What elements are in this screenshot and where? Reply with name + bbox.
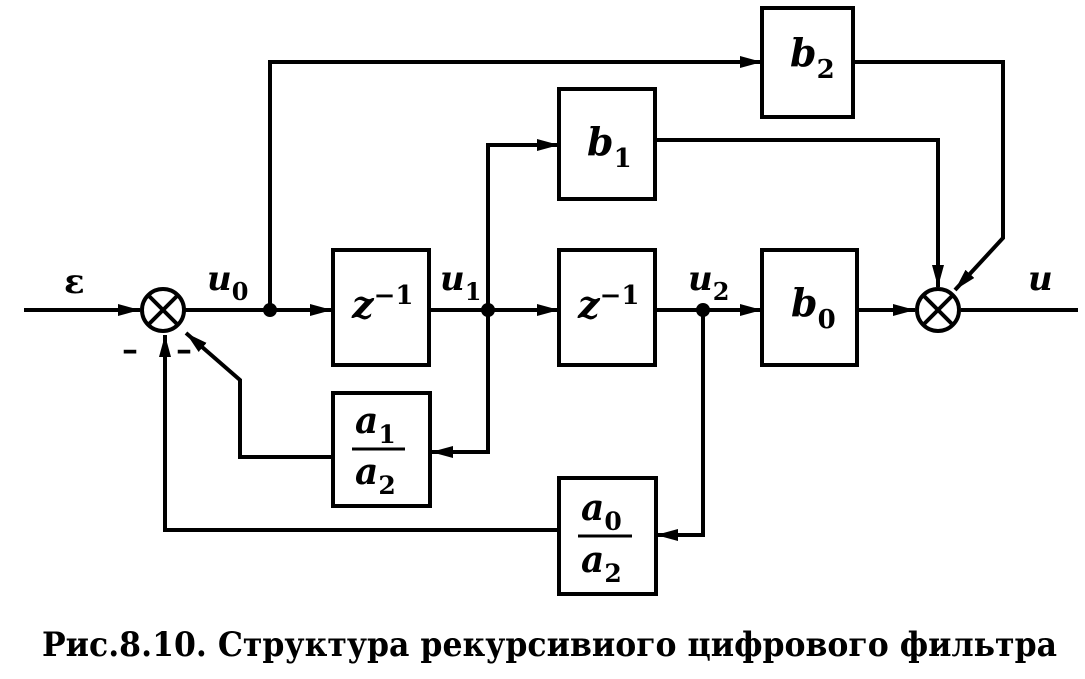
svg-text:b0: b0 <box>791 280 836 335</box>
wire-u1-to-b1 <box>486 139 559 310</box>
signal-u1-label: u1 <box>440 259 481 306</box>
wire-u0-to-b2 <box>268 56 762 310</box>
minus-sign-left: – <box>122 330 138 368</box>
wires <box>24 56 1078 541</box>
svg-text:b1: b1 <box>587 119 632 174</box>
block-delay-2: z−1 <box>557 248 657 367</box>
wire-b2-out <box>853 60 1005 292</box>
junction-u0 <box>263 303 277 317</box>
svg-text:a1: a1 <box>355 400 396 449</box>
minus-sign-right: – <box>176 330 192 368</box>
block-b0: b0 <box>760 248 859 367</box>
svg-text:z−1: z−1 <box>577 281 639 327</box>
signal-u2-label: u2 <box>688 259 729 306</box>
wire-b1-out <box>655 138 944 287</box>
junction-u2 <box>696 303 710 317</box>
junction-u1 <box>481 303 495 317</box>
wire-u2-to-a0a2 <box>656 310 705 541</box>
svg-text:a2: a2 <box>581 539 622 588</box>
block-a1-over-a2: a1 a2 <box>331 391 432 508</box>
svg-text:b2: b2 <box>790 30 835 85</box>
block-b1: b1 <box>557 87 657 201</box>
figure-caption: Рис.8.10. Структура рекурсивиого цифрово… <box>42 625 1057 665</box>
wire-a1a2-feedback <box>184 331 335 459</box>
block-b2: b2 <box>760 6 855 119</box>
block-a0-over-a2: a0 a2 <box>557 476 658 596</box>
signal-input-label: ε <box>64 262 85 302</box>
signal-output-label: u <box>1028 259 1053 299</box>
svg-text:z−1: z−1 <box>351 281 413 327</box>
summer-input <box>140 287 186 333</box>
wire-a0a2-feedback <box>159 335 559 532</box>
summer-output <box>915 287 961 333</box>
svg-text:a2: a2 <box>355 451 396 500</box>
svg-text:a0: a0 <box>581 487 622 536</box>
block-delay-1: z−1 <box>331 248 431 367</box>
wire-u1-to-a1a2 <box>431 310 490 458</box>
signal-u0-label: u0 <box>207 259 248 306</box>
